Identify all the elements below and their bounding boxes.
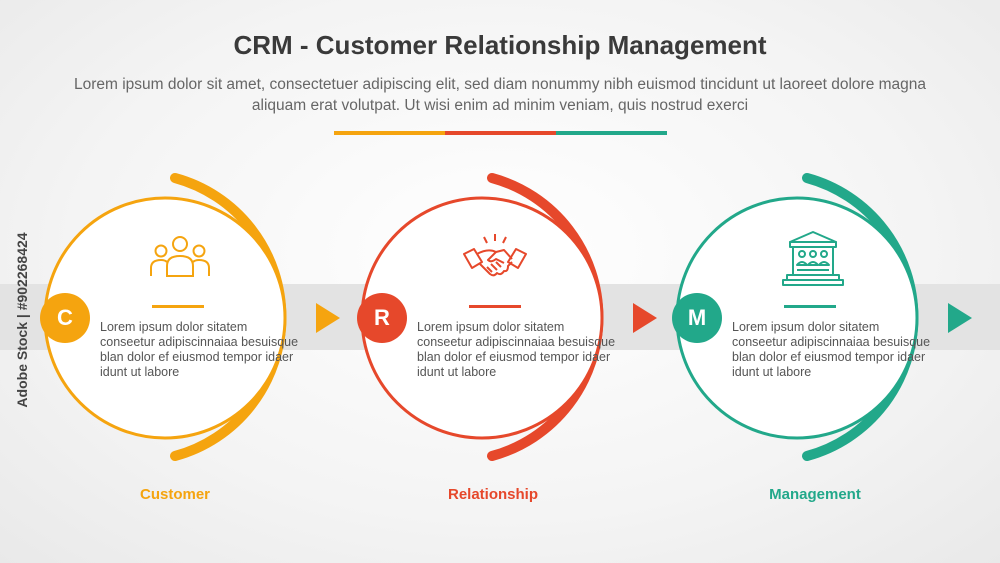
step-management-underline (784, 305, 836, 308)
step-management-label: Management (769, 486, 861, 503)
step-management-text: Lorem ipsum dolor sitatem conseetur adip… (732, 320, 931, 379)
building-team-icon (778, 230, 848, 290)
page-title: CRM - Customer Relationship Management (233, 30, 767, 60)
divider-relationship (445, 131, 556, 135)
step-customer-underline (152, 305, 204, 308)
step-customer-text: Lorem ipsum dolor sitatem conseetur adip… (100, 320, 299, 379)
step-customer-letter: C (40, 293, 90, 343)
handshake-icon (460, 232, 530, 292)
divider-customer (334, 131, 445, 135)
step-relationship-graphic (360, 173, 657, 461)
step-relationship-underline (469, 305, 521, 308)
divider-management (556, 131, 667, 135)
side-credit: Adobe Stock | #902268424 (14, 232, 30, 408)
step-customer-graphic (43, 173, 340, 461)
step-relationship-text: Lorem ipsum dolor sitatem conseetur adip… (417, 320, 616, 379)
people-group-icon (145, 232, 215, 292)
step-relationship-label: Relationship (447, 486, 538, 503)
step-relationship-letter: R (357, 293, 407, 343)
step-customer-label: Customer (139, 486, 210, 503)
step-relationship-arrow (633, 303, 657, 333)
step-management-arrow (948, 303, 972, 333)
step-management-graphic (675, 173, 972, 461)
page-subtitle: Lorem ipsum dolor sit amet, consectetuer… (73, 76, 927, 114)
step-management-letter: M (672, 293, 722, 343)
step-customer-arrow (316, 303, 340, 333)
